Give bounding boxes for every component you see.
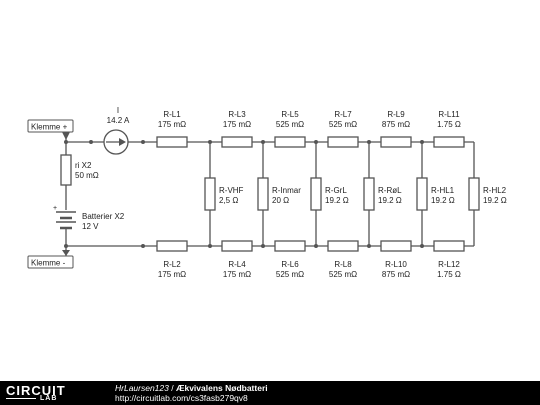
battery-symbol[interactable]: + xyxy=(53,205,76,230)
svg-text:+: + xyxy=(53,205,57,212)
logo-lab: LAB xyxy=(40,395,58,402)
circuit-url[interactable]: http://circuitlab.com/cs3fasb279qv8 xyxy=(115,393,248,403)
ammeter-value: 14.2 A xyxy=(107,116,130,125)
bottom-resistor-value: 1.75 Ω xyxy=(437,270,461,279)
load-resistor-r-grl[interactable] xyxy=(310,177,322,211)
top-resistor-value: 525 mΩ xyxy=(276,120,304,129)
battery-value: 12 V xyxy=(82,222,99,231)
bottom-resistor-name: R-L4 xyxy=(228,260,246,269)
junction-dot xyxy=(208,244,212,248)
logo-wordmark: CIRCUIT xyxy=(6,383,66,398)
load-resistor-r-vhf[interactable] xyxy=(204,177,216,211)
top-resistor-r-l5[interactable] xyxy=(274,136,306,148)
author-link[interactable]: HrLaursen123 xyxy=(115,383,169,393)
load-resistor-value: 19.2 Ω xyxy=(325,196,349,205)
bottom-resistor-name: R-L12 xyxy=(438,260,460,269)
junction-dot xyxy=(208,140,212,144)
bottom-resistor-value: 525 mΩ xyxy=(276,270,304,279)
top-resistor-r-l3[interactable] xyxy=(221,136,253,148)
top-resistor-name: R-L9 xyxy=(387,110,405,119)
bottom-resistor-r-l4[interactable] xyxy=(221,240,253,252)
junction-dot xyxy=(64,140,68,144)
top-resistor-name: R-L11 xyxy=(438,110,460,119)
load-resistor-name: R-GrL xyxy=(325,186,347,195)
circuit-title: Ækvivalens Nødbatteri xyxy=(175,383,268,393)
top-resistor-value: 525 mΩ xyxy=(329,120,357,129)
load-resistor-r-hl1[interactable] xyxy=(416,177,428,211)
bottom-resistor-r-l6[interactable] xyxy=(274,240,306,252)
schematic-svg: Klemme + Klemme - ri X2 50 mΩ + Batterie… xyxy=(27,106,507,279)
top-resistor-r-l7[interactable] xyxy=(327,136,359,148)
top-resistor-value: 1.75 Ω xyxy=(437,120,461,129)
bottom-resistor-value: 175 mΩ xyxy=(223,270,251,279)
junction-dot xyxy=(367,244,371,248)
top-resistor-r-l9[interactable] xyxy=(380,136,412,148)
internal-resistor-value: 50 mΩ xyxy=(75,171,99,180)
top-resistor-r-l1[interactable] xyxy=(156,136,188,148)
top-resistor-value: 175 mΩ xyxy=(158,120,186,129)
load-resistor-name: R-HL2 xyxy=(483,186,507,195)
bottom-resistor-value: 525 mΩ xyxy=(329,270,357,279)
load-resistor-name: R-VHF xyxy=(219,186,244,195)
top-resistor-value: 875 mΩ xyxy=(382,120,410,129)
load-resistor-value: 19.2 Ω xyxy=(431,196,455,205)
junction-dot xyxy=(141,244,145,248)
load-resistor-value: 2,5 Ω xyxy=(219,196,238,205)
load-resistor-name: R-Inmar xyxy=(272,186,301,195)
footer-separator: / xyxy=(168,383,176,393)
bottom-resistor-r-l2[interactable] xyxy=(156,240,188,252)
ammeter-name: I xyxy=(117,106,119,115)
top-resistor-name: R-L3 xyxy=(228,110,246,119)
battery-name: Batterier X2 xyxy=(82,212,125,221)
junction-dot xyxy=(261,140,265,144)
schematic-canvas: Klemme + Klemme - ri X2 50 mΩ + Batterie… xyxy=(27,106,507,279)
junction-dot xyxy=(367,140,371,144)
terminal-minus-label: Klemme - xyxy=(31,259,66,268)
internal-resistor-name: ri X2 xyxy=(75,161,92,170)
circuitlab-logo[interactable]: CIRCUIT LAB xyxy=(6,383,90,403)
footer-bar: CIRCUIT LAB HrLaursen123 / Ækvivalens Nø… xyxy=(0,381,540,405)
load-resistor-value: 19.2 Ω xyxy=(483,196,507,205)
top-resistor-value: 175 mΩ xyxy=(223,120,251,129)
top-resistor-r-l11[interactable] xyxy=(433,136,465,148)
junction-dot xyxy=(64,244,68,248)
junction-dot xyxy=(314,140,318,144)
bottom-resistor-value: 175 mΩ xyxy=(158,270,186,279)
bottom-resistor-name: R-L8 xyxy=(334,260,352,269)
terminal-minus[interactable]: Klemme - xyxy=(27,250,74,269)
junction-dot xyxy=(261,244,265,248)
junction-dot xyxy=(89,140,93,144)
load-resistor-value: 20 Ω xyxy=(272,196,289,205)
bottom-resistor-name: R-L10 xyxy=(385,260,407,269)
footer-text: HrLaursen123 / Ækvivalens Nødbatteri htt… xyxy=(115,383,268,403)
junction-dot xyxy=(141,140,145,144)
load-resistor-name: R-RøL xyxy=(378,186,402,195)
top-resistor-name: R-L1 xyxy=(163,110,181,119)
bottom-resistor-name: R-L6 xyxy=(281,260,299,269)
bottom-resistor-r-l12[interactable] xyxy=(433,240,465,252)
load-resistor-value: 19.2 Ω xyxy=(378,196,402,205)
load-resistor-name: R-HL1 xyxy=(431,186,455,195)
internal-resistor[interactable] xyxy=(60,154,72,186)
junction-dot xyxy=(420,244,424,248)
load-resistor-r-inmar[interactable] xyxy=(257,177,269,211)
logo-line xyxy=(6,398,36,399)
top-resistor-name: R-L5 xyxy=(281,110,299,119)
junction-dot xyxy=(420,140,424,144)
load-resistor-r-røl[interactable] xyxy=(363,177,375,211)
junction-dot xyxy=(314,244,318,248)
bottom-resistor-value: 875 mΩ xyxy=(382,270,410,279)
load-resistor-r-hl2[interactable] xyxy=(468,177,480,211)
bottom-resistor-name: R-L2 xyxy=(163,260,181,269)
bottom-resistor-r-l8[interactable] xyxy=(327,240,359,252)
terminal-plus[interactable]: Klemme + xyxy=(27,119,74,140)
terminal-plus-label: Klemme + xyxy=(31,123,68,132)
ammeter-symbol[interactable] xyxy=(103,129,129,155)
top-resistor-name: R-L7 xyxy=(334,110,352,119)
bottom-resistor-r-l10[interactable] xyxy=(380,240,412,252)
